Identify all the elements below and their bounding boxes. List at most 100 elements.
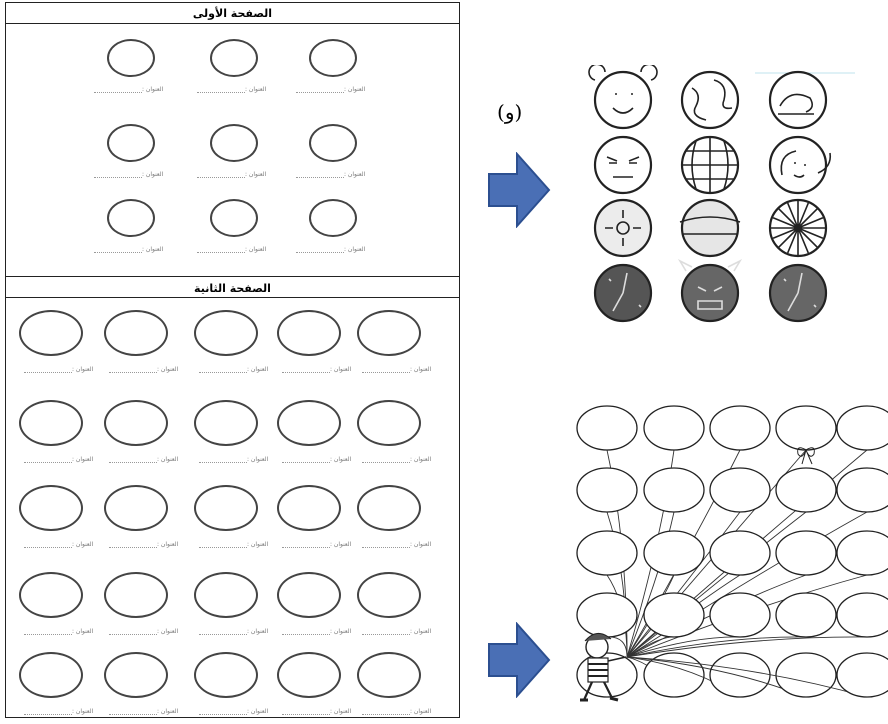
balloon	[576, 467, 638, 513]
drawing-circle	[210, 39, 258, 77]
circle-title-label: العنوان :	[359, 456, 431, 463]
drawing-circle	[277, 485, 341, 531]
circle-title-label: العنوان :	[196, 628, 268, 635]
circle-title-label: العنوان :	[91, 246, 163, 253]
drawing-circle	[357, 572, 421, 618]
balloon	[836, 652, 888, 698]
drawing-circle	[194, 310, 258, 356]
drawing-circle	[104, 652, 168, 698]
drawing-circle	[19, 572, 83, 618]
drawing-circle	[309, 199, 357, 237]
wheel-spokes-icon	[768, 198, 828, 258]
circle-title-label: العنوان :	[279, 628, 351, 635]
balloon	[643, 652, 705, 698]
drawing-circle	[357, 652, 421, 698]
drawing-circle	[107, 124, 155, 162]
drawing-circle	[19, 310, 83, 356]
circle-title-label: العنوان :	[196, 708, 268, 715]
balloon	[709, 530, 771, 576]
globe-grid-icon	[680, 135, 740, 195]
icons-panel	[585, 65, 860, 325]
clock-icon	[768, 263, 828, 323]
circle-title-label: العنوان :	[21, 456, 93, 463]
child-figure	[580, 633, 627, 702]
balloon-string	[626, 656, 868, 698]
moon-planet-icon	[679, 198, 741, 258]
drawing-circle	[309, 39, 357, 77]
circle-title-label: العنوان :	[293, 171, 365, 178]
balloon	[775, 467, 837, 513]
drawing-circle	[277, 572, 341, 618]
balloon-string	[626, 636, 807, 658]
balloon-string	[626, 636, 868, 658]
circle-title-label: العنوان :	[21, 366, 93, 373]
circle-title-label: العنوان :	[196, 456, 268, 463]
circle-title-label: العنوان :	[359, 366, 431, 373]
sun-drawing-icon	[593, 198, 653, 258]
balloon	[576, 592, 638, 638]
balloon	[775, 652, 837, 698]
page2-title: الصفحة الثانية	[194, 282, 271, 295]
drawing-circle	[357, 485, 421, 531]
balloon	[836, 592, 888, 638]
drawing-circle	[19, 652, 83, 698]
page1-title: الصفحة الأولى	[192, 7, 273, 20]
circle-title-label: العنوان :	[279, 541, 351, 548]
balloon	[643, 467, 705, 513]
circle-title-label: العنوان :	[194, 86, 266, 93]
drawing-circle	[104, 310, 168, 356]
angry-face-icon	[593, 135, 653, 195]
balloons-panel	[576, 405, 888, 702]
circle-title-label: العنوان :	[359, 541, 431, 548]
balloon	[576, 405, 638, 451]
circle-title-label: العنوان :	[279, 456, 351, 463]
section-divider	[6, 276, 459, 277]
circle-title-label: العنوان :	[106, 708, 178, 715]
circle-title-label: العنوان :	[21, 708, 93, 715]
balloon-string	[626, 511, 807, 658]
drawing-circle	[210, 124, 258, 162]
globe-map-icon	[680, 70, 740, 130]
circle-title-label: العنوان :	[196, 366, 268, 373]
drawing-circle	[107, 39, 155, 77]
balloon	[775, 592, 837, 638]
drawing-circle	[309, 124, 357, 162]
drawing-circle	[104, 485, 168, 531]
circle-title-label: العنوان :	[279, 366, 351, 373]
circle-title-label: العنوان :	[293, 86, 365, 93]
girl-face-icon	[768, 135, 832, 195]
circle-title-label: العنوان :	[194, 171, 266, 178]
circle-title-label: العنوان :	[106, 541, 178, 548]
balloon	[775, 405, 837, 451]
circle-title-label: العنوان :	[293, 246, 365, 253]
balloon-string	[626, 511, 741, 658]
devil-face-icon	[677, 259, 743, 323]
balloon	[775, 530, 837, 576]
circle-title-label: العنوان :	[21, 628, 93, 635]
right-arrow-icon	[488, 152, 551, 228]
circle-title-label: العنوان :	[91, 171, 163, 178]
balloon	[836, 405, 888, 451]
drawing-circle	[277, 652, 341, 698]
ribbon-bow-icon	[797, 447, 815, 465]
circle-title-label: العنوان :	[194, 246, 266, 253]
drawing-circle	[210, 199, 258, 237]
balloon	[709, 405, 771, 451]
circle-title-label: العنوان :	[359, 708, 431, 715]
drawing-circle	[357, 400, 421, 446]
balloon	[643, 530, 705, 576]
drawing-circle	[104, 572, 168, 618]
balloon	[576, 530, 638, 576]
circle-title-label: العنوان :	[106, 628, 178, 635]
title1-divider	[6, 23, 459, 24]
question-marker: (و)	[497, 100, 523, 124]
clock-icon	[593, 263, 653, 323]
circle-title-label: العنوان :	[106, 456, 178, 463]
balloon-string	[626, 636, 741, 658]
drawing-circle	[104, 400, 168, 446]
drawing-circle	[19, 400, 83, 446]
right-arrow-icon	[488, 622, 551, 698]
drawing-circle	[194, 572, 258, 618]
drawing-circle	[194, 400, 258, 446]
circle-title-label: العنوان :	[21, 541, 93, 548]
